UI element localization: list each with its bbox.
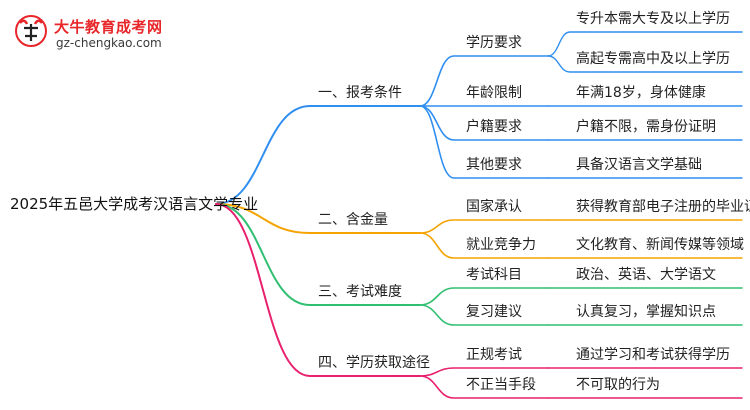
child-node: 学历要求 [466, 35, 522, 51]
branch-node: 三、考试难度 [318, 284, 402, 300]
cow-head-logo-icon [15, 15, 47, 47]
edge-root-branch [215, 203, 421, 377]
edge-branch-child [419, 219, 549, 234]
leaf-node: 年满18岁，身体健康 [576, 85, 706, 101]
edge-root-branch [215, 203, 421, 306]
leaf-node: 认真复习，掌握知识点 [576, 304, 716, 320]
leaf-node: 政治、英语、大学语文 [576, 267, 716, 283]
leaf-node: 文化教育、新闻传媒等领域 [576, 237, 744, 253]
logo-url: gz-chengkao.com [56, 36, 162, 50]
child-node: 国家承认 [466, 199, 522, 215]
edge-branch-child [419, 367, 549, 377]
mindmap-edges [215, 31, 743, 399]
child-node: 正规考试 [466, 347, 522, 363]
mindmap-root: 2025年五邑大学成考汉语言文学专业 [10, 195, 259, 213]
edge-branch-child [419, 375, 549, 399]
branch-node: 四、学历获取途径 [318, 355, 430, 371]
leaf-node: 高起专需高中及以上学历 [576, 51, 730, 67]
site-logo: 大牛教育成考网 gz-chengkao.com [14, 14, 174, 54]
leaf-node: 专升本需大专及以上学历 [576, 11, 730, 27]
leaf-node: 户籍不限，需身份证明 [576, 119, 716, 135]
edge-root-branch [215, 105, 421, 205]
edge-branch-child [419, 232, 549, 259]
child-node: 就业竞争力 [466, 237, 536, 253]
child-node: 户籍要求 [466, 119, 522, 135]
edge-branch-child [419, 55, 549, 107]
edge-branch-child [419, 105, 549, 179]
child-node: 复习建议 [466, 304, 522, 320]
edge-child-leaf [547, 55, 743, 73]
child-node: 考试科目 [466, 267, 522, 283]
logo-title: 大牛教育成考网 [54, 18, 163, 36]
edge-child-leaf [547, 31, 743, 57]
child-node: 不正当手段 [466, 377, 536, 393]
leaf-node: 通过学习和考试获得学历 [576, 347, 730, 363]
child-node: 年龄限制 [466, 85, 522, 101]
leaf-node: 具备汉语言文学基础 [576, 157, 702, 173]
edge-root-branch [215, 203, 421, 234]
leaf-node: 不可取的行为 [576, 377, 660, 393]
leaf-node: 获得教育部电子注册的毕业证书 [576, 199, 750, 215]
branch-node: 二、含金量 [318, 212, 388, 228]
edge-branch-child [419, 304, 549, 326]
edge-branch-child [419, 105, 549, 141]
child-node: 其他要求 [466, 157, 522, 173]
branch-node: 一、报考条件 [318, 85, 402, 101]
edge-branch-child [419, 287, 549, 306]
